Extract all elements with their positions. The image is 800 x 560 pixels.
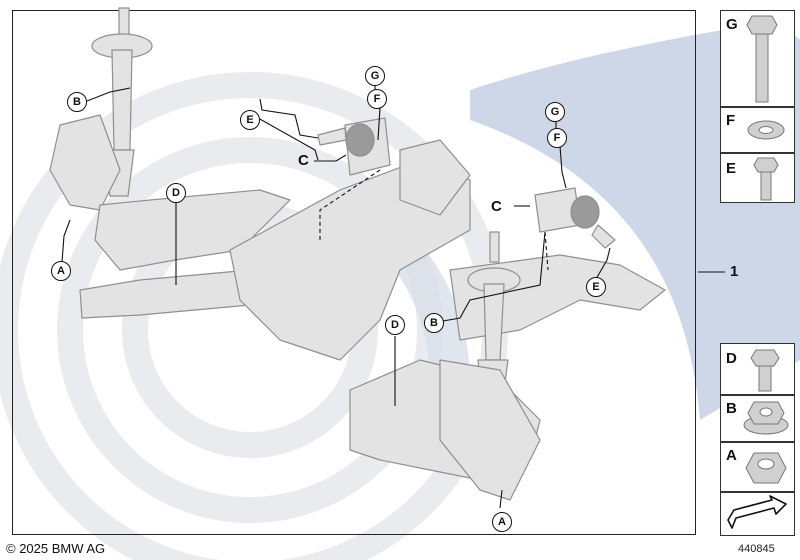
legend-letter-a: A: [726, 447, 737, 464]
copyright-text: © 2025 BMW AG: [6, 541, 106, 556]
legend-letter-f: F: [726, 112, 736, 129]
callout-b-bottom[interactable]: B: [424, 313, 444, 333]
callout-c-right[interactable]: C: [491, 198, 502, 215]
callout-d-left[interactable]: D: [166, 183, 186, 203]
document-number: 440845: [738, 543, 775, 555]
reference-number: 1: [730, 263, 739, 280]
callout-f-right[interactable]: F: [547, 128, 567, 148]
part-box-e[interactable]: [720, 153, 795, 203]
legend-letter-g: G: [726, 16, 738, 33]
right-knuckle: [439, 359, 541, 501]
legend-letter-d: D: [726, 350, 737, 367]
callout-b-top[interactable]: B: [67, 92, 87, 112]
short-hex-bolt-icon: [753, 157, 779, 201]
subframe-body: [229, 159, 471, 361]
long-hex-bolt-icon: [746, 15, 778, 103]
arrow-icon: [727, 495, 787, 529]
diagram-frame: [12, 10, 696, 535]
right-bushing-bracket: [534, 187, 616, 249]
callout-e-right[interactable]: E: [586, 277, 606, 297]
callout-g-top[interactable]: G: [365, 66, 385, 86]
hex-nut-icon: [745, 452, 787, 484]
flange-nut-icon: [743, 401, 789, 435]
callout-a-left[interactable]: A: [51, 261, 71, 281]
callout-e-top[interactable]: E: [240, 110, 260, 130]
legend-letter-b: B: [726, 400, 737, 417]
callout-g-right[interactable]: G: [545, 102, 565, 122]
callout-d-bottom[interactable]: D: [385, 315, 405, 335]
callout-f-top[interactable]: F: [367, 89, 387, 109]
washer-icon: [747, 120, 785, 140]
callout-c-top[interactable]: C: [298, 152, 309, 169]
legend-letter-e: E: [726, 160, 737, 177]
callout-a-bottom[interactable]: A: [492, 512, 512, 532]
subframe-right-arm: [399, 139, 471, 216]
hex-bolt-icon: [750, 349, 780, 392]
